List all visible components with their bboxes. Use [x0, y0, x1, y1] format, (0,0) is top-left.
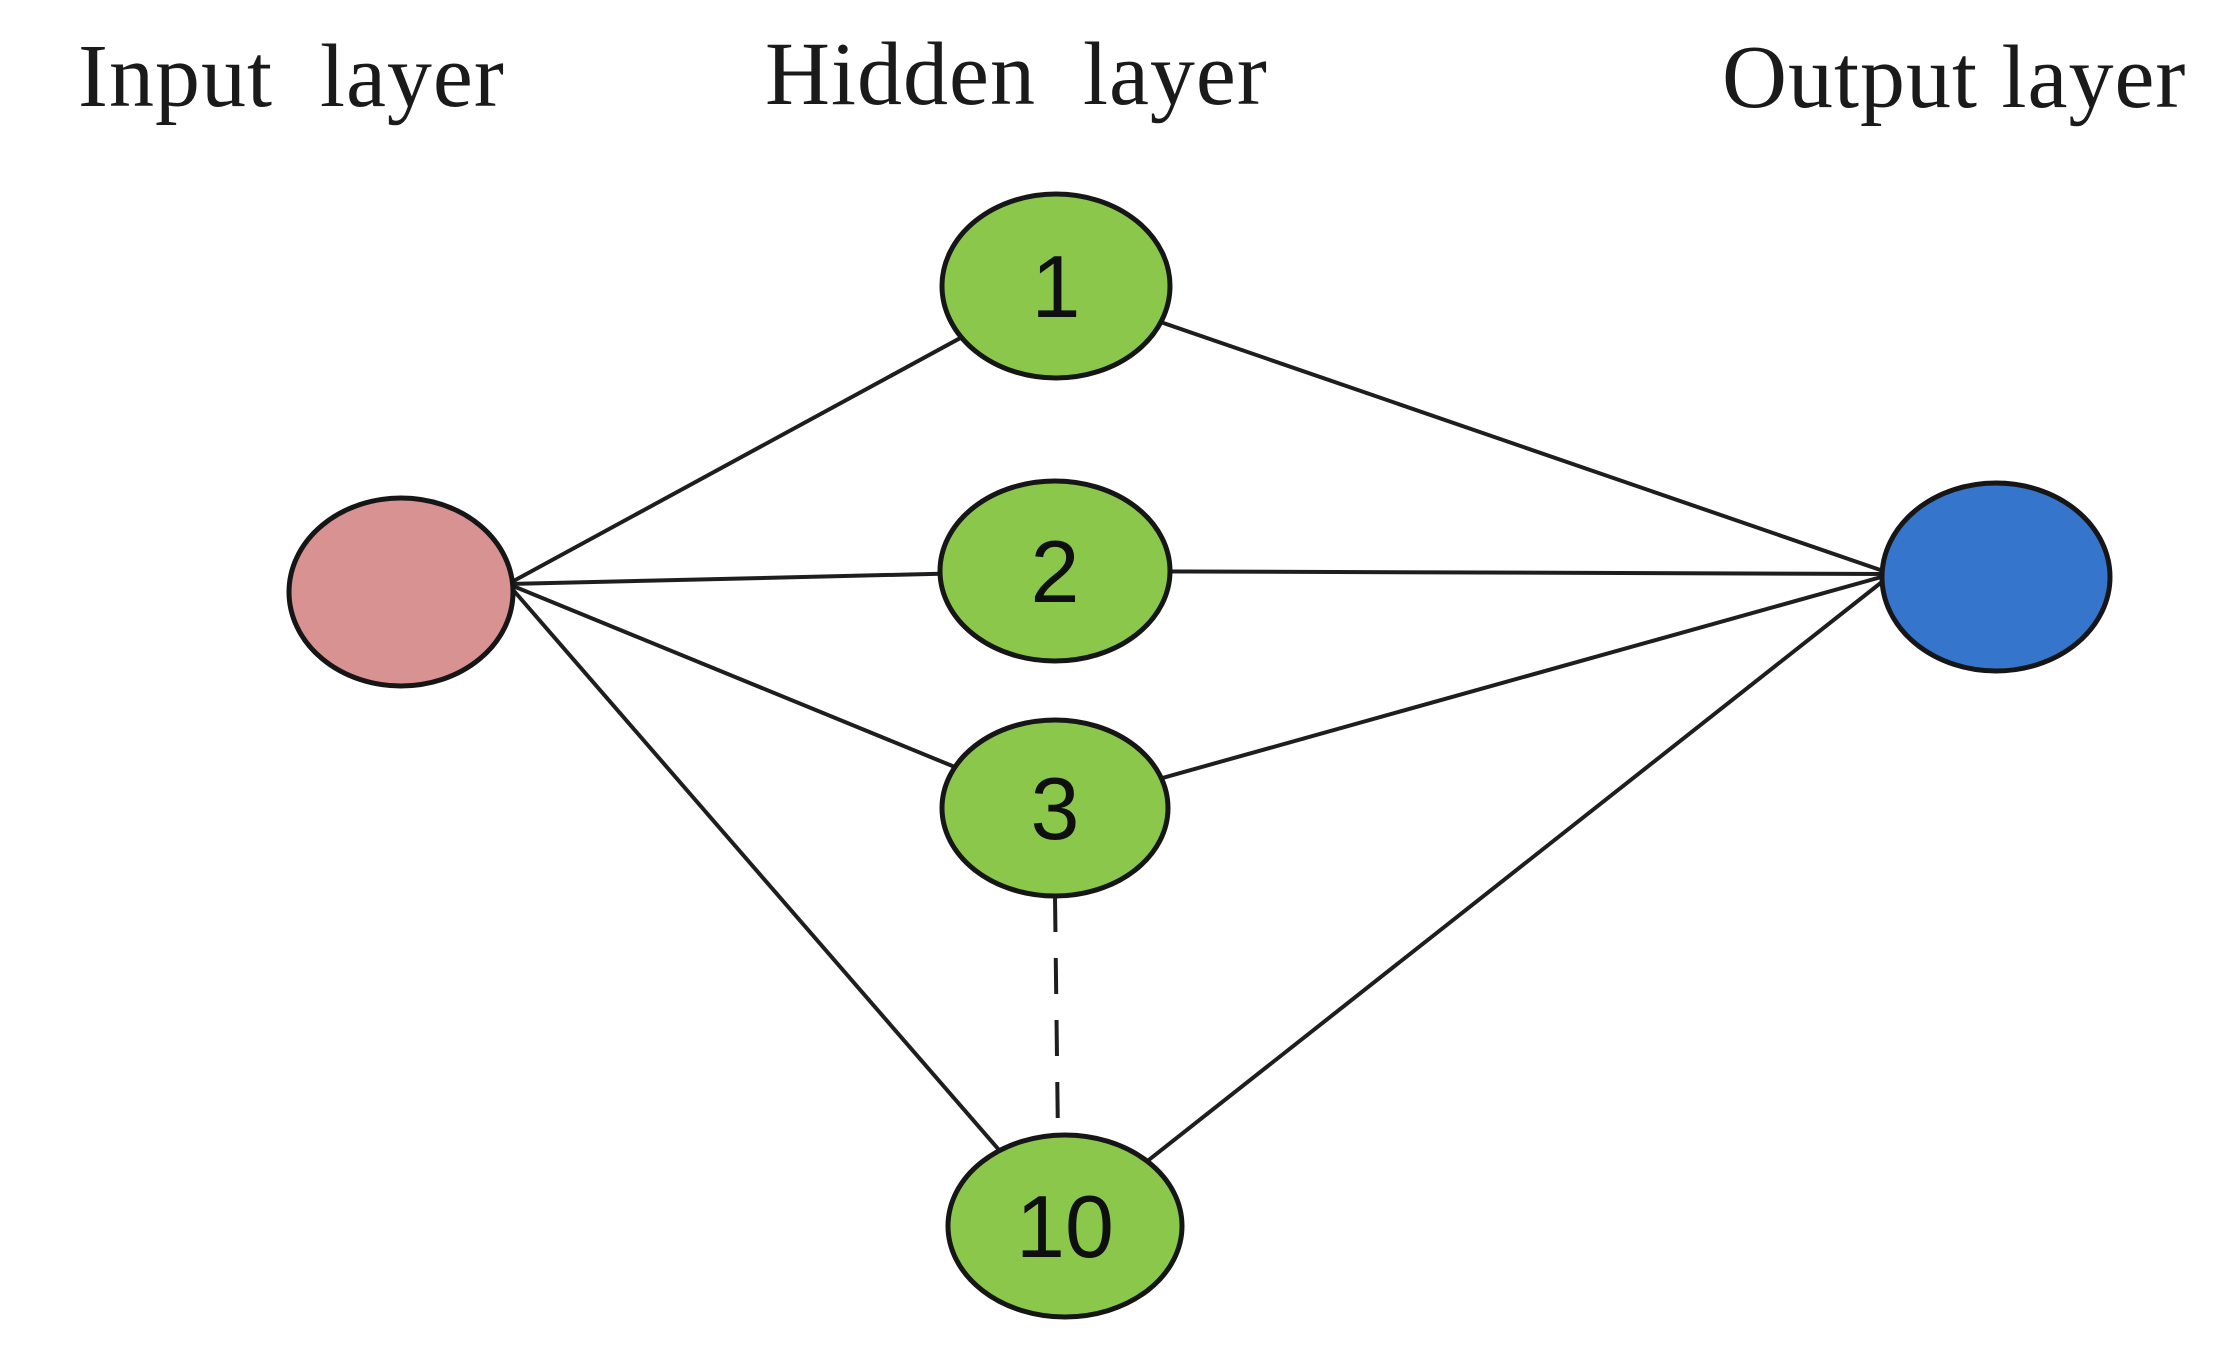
hidden-node-10 [945, 1132, 1185, 1320]
label-input-layer: Input layer [78, 27, 505, 126]
edge-hidden-3-to-hidden-10-dots [1053, 895, 1060, 1141]
edge-input-to-hidden-10 [506, 582, 1067, 1228]
edge-hidden-2-to-output [1054, 569, 1893, 576]
hidden-node-1-label: 1 [1032, 237, 1081, 336]
hidden-node-3 [939, 717, 1171, 899]
hidden-node-10-label: 10 [1016, 1177, 1114, 1276]
label-output-layer: Output layer [1722, 28, 2187, 127]
edge-hidden-1-to-output [1055, 284, 1893, 576]
label-hidden-layer: Hidden layer [765, 25, 1268, 124]
output-node [1879, 480, 2113, 674]
hidden-node-3-label: 3 [1031, 759, 1080, 858]
hidden-node-2-label: 2 [1031, 522, 1080, 621]
hidden-node-1 [939, 191, 1173, 381]
edge-hidden-10-to-output [1063, 572, 1894, 1228]
edge-hidden-3-to-output [1054, 572, 1893, 810]
hidden-node-2 [937, 478, 1173, 664]
input-node [286, 495, 516, 689]
